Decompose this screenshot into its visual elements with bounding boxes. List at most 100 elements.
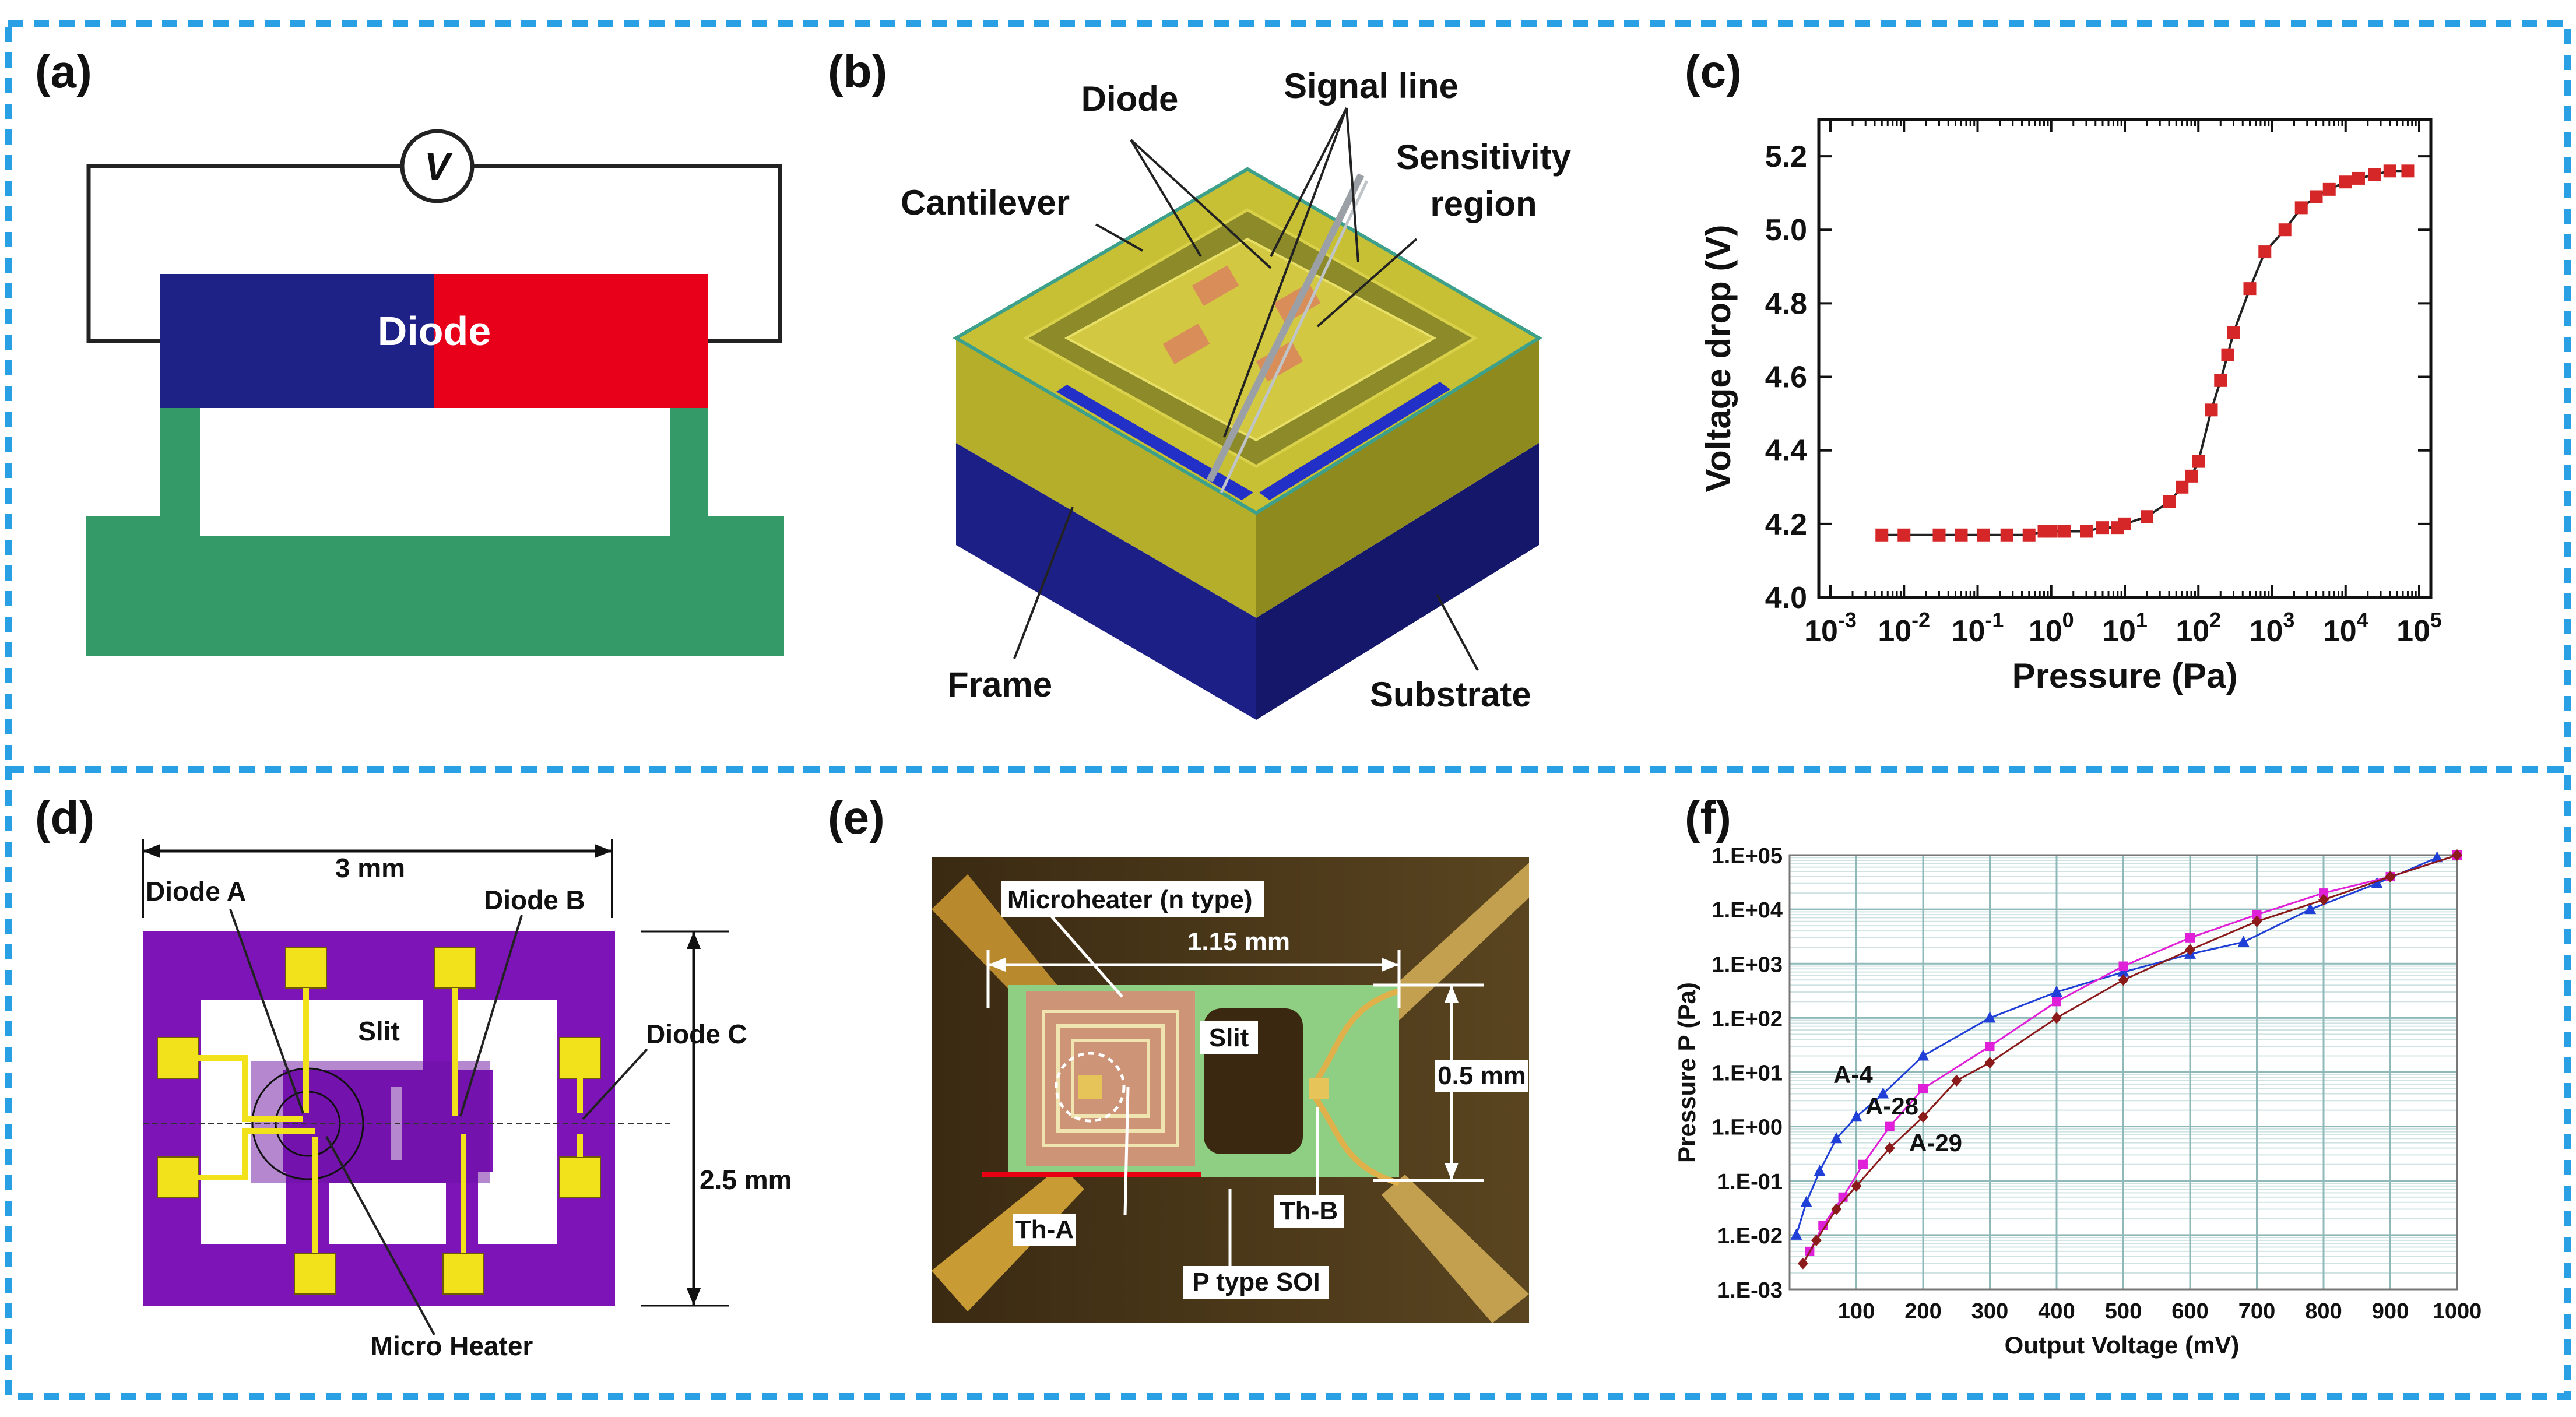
chart-f-ylabel: Pressure P (Pa) xyxy=(1673,982,1700,1163)
chart-c-y-tick-labels: 4.04.24.44.64.85.05.2 xyxy=(1765,140,1807,615)
chart-f-point xyxy=(1790,1228,1802,1240)
panel-a: (a) V Diode xyxy=(35,45,784,656)
bond-pads xyxy=(157,947,601,1295)
sensitivity-pad-1 xyxy=(1192,265,1239,306)
chart-c-point xyxy=(2118,517,2131,530)
e-dimensions xyxy=(986,899,1484,1268)
chart-c-point xyxy=(1897,528,1911,542)
chart-f-point xyxy=(2431,851,2443,863)
heater-meander xyxy=(1042,1010,1179,1147)
label-diode: Diode xyxy=(1081,79,1179,118)
leader-lines xyxy=(1013,107,1479,671)
chart-c-point xyxy=(2044,525,2058,538)
chart-f-series-label-a29: A-29 xyxy=(1909,1129,1962,1156)
chart-f-y-tick-label: 1.E+04 xyxy=(1712,898,1783,923)
label-cantilever: Cantilever xyxy=(901,183,1070,222)
chart-f-y-tick-label: 1.E+02 xyxy=(1712,1007,1783,1031)
chart-f-grid xyxy=(1790,854,2458,1291)
chart-f-point xyxy=(1830,1132,1843,1144)
chart-f-point xyxy=(1985,1042,1995,1052)
chart-c-point xyxy=(2258,245,2272,259)
chart-f-point xyxy=(1884,1142,1895,1154)
chart-f-y-tick-label: 1.E+00 xyxy=(1712,1116,1783,1140)
chart-c-x-tick-label: 102 xyxy=(2176,608,2221,648)
chart-f-y-tick-label: 1.E+05 xyxy=(1712,844,1783,869)
chart-c-point xyxy=(2176,480,2189,494)
chart-f-point xyxy=(1917,1049,1929,1061)
chart-c-point xyxy=(2205,403,2218,417)
chart-f-x-tick-label: 400 xyxy=(2038,1299,2075,1324)
white-cutout-3 xyxy=(326,1000,423,1070)
chart-f-x-tick-label: 900 xyxy=(2372,1299,2409,1324)
label-frame: Frame xyxy=(947,665,1052,704)
chart-f-x-tick-label: 500 xyxy=(2105,1299,2142,1324)
chart-c-y-tick-label: 4.6 xyxy=(1765,361,1807,395)
chart-c-point xyxy=(2214,374,2227,387)
label-bg-slit xyxy=(1200,1021,1258,1054)
panel-a-letter: (a) xyxy=(35,45,92,97)
white-cutout-5 xyxy=(493,1000,557,1175)
chart-f-point xyxy=(2118,974,2129,986)
chart-f-x-tick-label: 600 xyxy=(2171,1299,2208,1324)
chart-f-frame xyxy=(1788,854,2458,1291)
chart-c-point xyxy=(2227,326,2240,339)
chart-f-point xyxy=(2319,888,2328,898)
chart-c-point xyxy=(2243,282,2257,296)
chart-f-point xyxy=(2118,961,2128,971)
chart-c-ticks xyxy=(1819,119,2431,599)
chart-c-point xyxy=(2310,190,2323,203)
chart-f-point xyxy=(1984,1011,1996,1023)
chart-f-y-tick-label: 1.E+03 xyxy=(1712,952,1783,977)
label-substrate: Substrate xyxy=(1370,675,1531,714)
substrate-right xyxy=(1256,443,1539,720)
chart-c-point xyxy=(2192,455,2205,468)
label-3mm: 3 mm xyxy=(335,853,405,883)
chart-f-point xyxy=(1851,1180,1862,1192)
height-arrow-bottom xyxy=(687,1288,701,1306)
chart-f-point xyxy=(2051,985,2062,997)
e-arrowheads xyxy=(988,958,1459,1180)
chart-f-point xyxy=(1797,1257,1808,1270)
chart-c-ylabel: Voltage drop (V) xyxy=(1699,225,1738,493)
width-arrow-right xyxy=(595,844,612,858)
chart-c-x-tick-label: 10-3 xyxy=(1804,608,1857,648)
chart-f-y-tick-label: 1.E-01 xyxy=(1717,1170,1783,1194)
label-bg-heater xyxy=(1001,881,1264,917)
diode-p-region xyxy=(434,274,708,408)
height-arrow-top xyxy=(687,931,701,949)
chart-f-y-tick-label: 1.E-02 xyxy=(1717,1224,1783,1249)
chart-c-x-tick-label: 105 xyxy=(2396,608,2442,648)
chart-f-point xyxy=(1858,1159,1868,1169)
chart-c-y-tick-label: 4.4 xyxy=(1765,434,1807,468)
chart-c-x-tick-label: 104 xyxy=(2323,608,2368,648)
blue-strip-right xyxy=(1259,382,1450,500)
d-leaders xyxy=(229,909,648,1335)
label-th-a: Th-A xyxy=(1015,1215,1074,1244)
chart-f-point xyxy=(2237,936,2250,947)
chart-f-point xyxy=(1814,1165,1826,1176)
label-slit-e: Slit xyxy=(1209,1024,1249,1052)
th-a-highlight xyxy=(1055,1052,1126,1123)
chart-f-point xyxy=(1951,1074,1962,1087)
chart-c-point xyxy=(2057,525,2071,538)
chart-f-x-tick-label: 100 xyxy=(1838,1299,1875,1324)
chart-f-series-label-a4: A-4 xyxy=(1833,1061,1873,1088)
label-diode-c: Diode C xyxy=(646,1019,747,1049)
chart-c-x-tick-label: 10-2 xyxy=(1878,608,1930,648)
chart-c-x-tick-label: 10-1 xyxy=(1952,608,2004,648)
chart-c-point xyxy=(2339,175,2352,189)
label-region: region xyxy=(1430,184,1537,223)
diode-n-region xyxy=(160,274,434,408)
label-1-15mm: 1.15 mm xyxy=(1187,927,1290,956)
chart-f-point xyxy=(1831,1203,1842,1215)
chart-c-point xyxy=(2294,201,2308,215)
bond-wire-bl xyxy=(932,1166,1084,1311)
label-bg-soi xyxy=(1183,1266,1329,1299)
chart-f-point xyxy=(1800,1196,1812,1207)
chart-c-y-tick-label: 5.2 xyxy=(1765,140,1807,174)
frame-left xyxy=(956,338,1256,618)
chart-c-xlabel: Pressure (Pa) xyxy=(2012,656,2238,695)
